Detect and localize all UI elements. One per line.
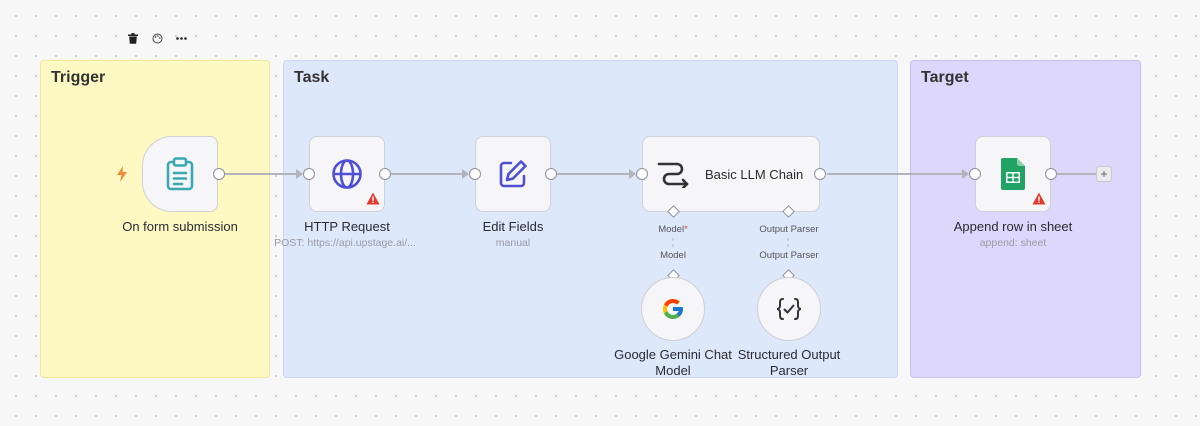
node-label-form: On form submission	[122, 219, 238, 234]
http-output-port[interactable]	[379, 168, 391, 180]
chain-output-port[interactable]	[814, 168, 826, 180]
google-icon	[663, 299, 683, 319]
node-basic-llm-chain[interactable]: Basic LLM Chain	[642, 136, 820, 212]
form-output-port[interactable]	[213, 168, 225, 180]
trash-icon	[128, 32, 138, 44]
group-trigger[interactable]: Trigger	[40, 60, 270, 378]
chain-parser-port-label: Output Parser	[759, 224, 819, 235]
group-title-target: Target	[921, 69, 969, 86]
chain-icon	[657, 162, 689, 188]
more-button[interactable]	[174, 31, 188, 45]
node-title-chain: Basic LLM Chain	[705, 166, 804, 182]
node-sub-sheet: append: sheet	[979, 237, 1047, 249]
delete-button[interactable]	[126, 31, 140, 45]
node-append-row-sheet[interactable]	[975, 136, 1051, 212]
sheets-icon	[1001, 158, 1025, 190]
node-label-http: HTTP Request	[304, 219, 390, 234]
parser-port-label: Output Parser	[759, 250, 819, 261]
chain-input-port[interactable]	[636, 168, 648, 180]
sheet-output-port[interactable]	[1045, 168, 1057, 180]
node-label-gemini: Google Gemini Chat Model	[614, 347, 732, 378]
color-button[interactable]	[150, 31, 164, 45]
sticky-toolbar	[126, 31, 188, 45]
edit-output-port[interactable]	[545, 168, 557, 180]
group-title-task: Task	[294, 69, 330, 86]
http-input-port[interactable]	[303, 168, 315, 180]
globe-icon	[332, 159, 362, 189]
node-structured-output-parser[interactable]	[757, 277, 821, 341]
palette-icon	[152, 33, 162, 43]
node-form-trigger[interactable]	[142, 136, 218, 212]
node-sub-http: POST: https://api.upstage.ai/...	[274, 237, 416, 249]
node-label-edit: Edit Fields	[482, 219, 544, 234]
required-marker: *	[684, 224, 688, 235]
edit-input-port[interactable]	[469, 168, 481, 180]
group-target[interactable]: Target	[910, 60, 1141, 378]
node-http-request[interactable]	[309, 136, 385, 212]
node-label-sheet: Append row in sheet	[953, 219, 1073, 234]
node-label-parser: Structured Output Parser	[737, 347, 841, 378]
chain-model-port-label: Model*	[623, 224, 723, 235]
warning-icon	[366, 192, 380, 205]
more-icon	[175, 36, 187, 40]
braces-icon	[776, 298, 802, 320]
add-node-button[interactable]: +	[1096, 166, 1112, 182]
clipboard-icon	[166, 157, 194, 191]
gemini-port-label: Model	[660, 250, 686, 261]
node-google-gemini[interactable]	[641, 277, 705, 341]
node-sub-edit: manual	[495, 237, 531, 249]
node-edit-fields[interactable]	[475, 136, 551, 212]
warning-icon	[1032, 192, 1046, 205]
sheet-input-port[interactable]	[969, 168, 981, 180]
model-label-text: Model	[658, 224, 685, 235]
group-title-trigger: Trigger	[51, 69, 106, 86]
trigger-bolt-icon	[117, 166, 127, 182]
pen-icon	[499, 160, 527, 188]
